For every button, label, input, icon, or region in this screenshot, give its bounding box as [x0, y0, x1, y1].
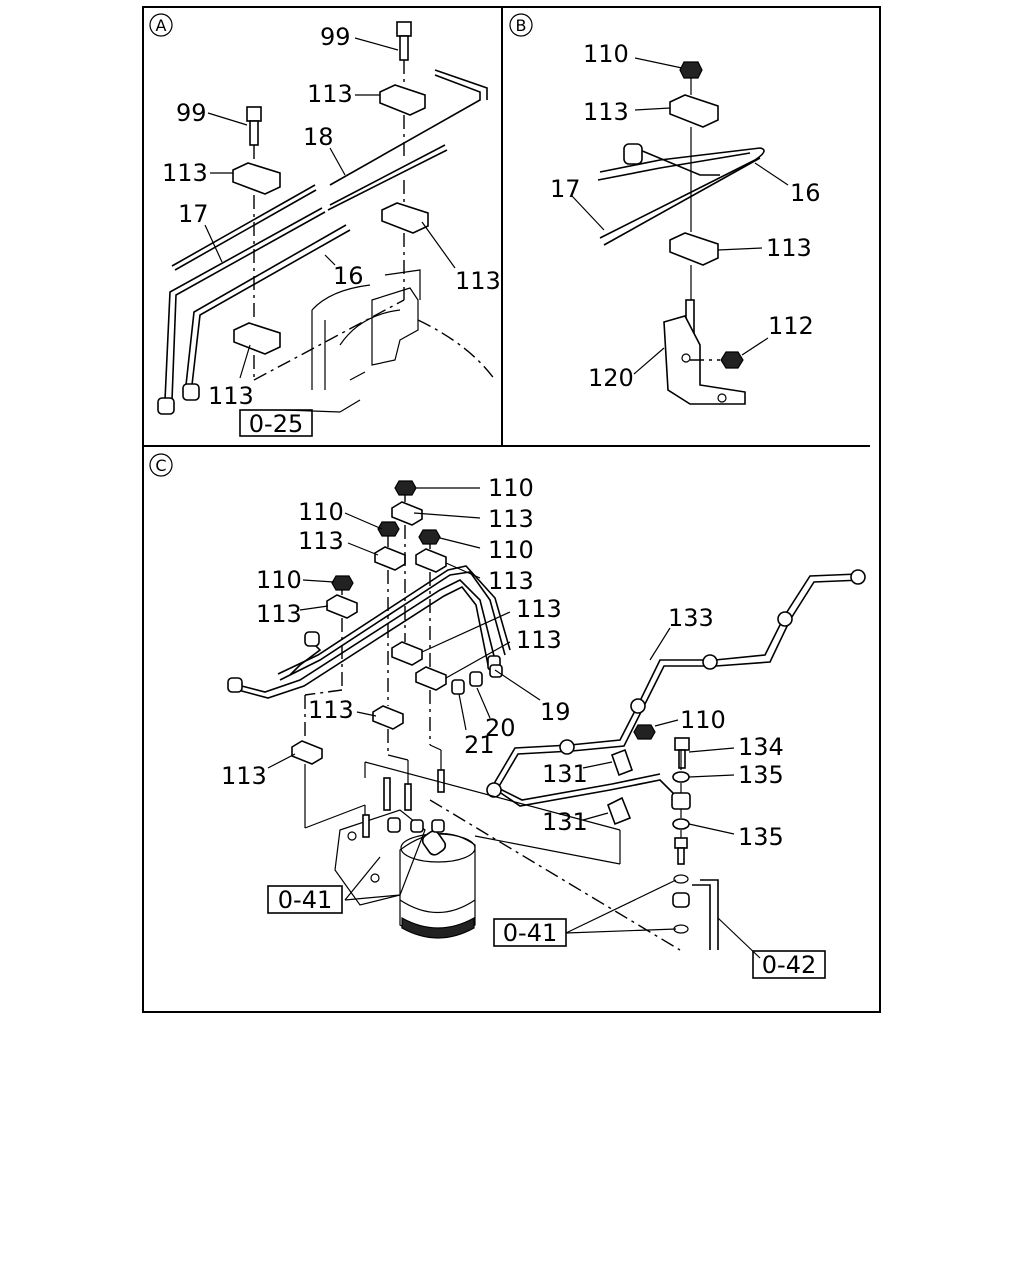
banjo-fitting — [850, 569, 866, 585]
callout-113: 113 — [488, 567, 534, 595]
section-marker-c: C — [149, 453, 173, 477]
ref-0-41: 0-41 — [278, 886, 332, 914]
callout-17: 17 — [178, 200, 209, 228]
callout-135: 135 — [738, 823, 784, 851]
callout-113: 113 — [221, 762, 267, 790]
callout-18: 18 — [303, 123, 334, 151]
section-label-c: C — [155, 456, 166, 475]
clamp-113 — [391, 641, 423, 666]
callout-120: 120 — [588, 364, 634, 392]
clamp-113 — [374, 546, 406, 571]
callout-113: 113 — [307, 80, 353, 108]
section-c-drawing: 110 113 110 113 110 113 110 113 113 113 … — [221, 474, 866, 979]
section-marker-a: A — [149, 13, 173, 37]
ref-box-0-42 — [752, 950, 826, 979]
callout-17: 17 — [550, 175, 581, 203]
callout-113: 113 — [256, 600, 302, 628]
callout-21: 21 — [464, 731, 495, 759]
section-b-drawing: 110 113 17 16 113 112 120 — [550, 40, 821, 405]
callout-135: 135 — [738, 761, 784, 789]
callout-20: 20 — [485, 714, 516, 742]
section-label-b: B — [516, 16, 527, 35]
nut-110 — [394, 480, 417, 496]
washer-135 — [672, 771, 690, 783]
bolt-99 — [246, 106, 262, 122]
callout-113: 113 — [162, 159, 208, 187]
ref-box-0-41 — [493, 918, 567, 947]
ref-0-42: 0-42 — [762, 951, 816, 979]
nut-110 — [377, 521, 400, 537]
clip-131 — [610, 748, 634, 777]
fuel-filter — [334, 809, 476, 939]
callout-113: 113 — [766, 234, 812, 262]
bolt-134 — [674, 737, 690, 751]
clamp-113 — [379, 84, 426, 116]
clamp-113 — [381, 202, 429, 234]
clamp-113 — [232, 162, 281, 195]
callout-110: 110 — [680, 706, 726, 734]
pipe-fitting — [623, 143, 643, 165]
callout-99: 99 — [320, 23, 351, 51]
pipe-fitting — [227, 677, 243, 693]
callout-131: 131 — [542, 760, 588, 788]
callout-113: 113 — [516, 626, 562, 654]
bolt-99 — [396, 21, 412, 37]
callout-133: 133 — [668, 604, 714, 632]
callout-16: 16 — [333, 262, 364, 290]
washer-135 — [672, 818, 690, 830]
clamp-113 — [291, 740, 323, 765]
callout-113: 113 — [298, 527, 344, 555]
section-label-a: A — [156, 16, 167, 35]
callout-110: 110 — [583, 40, 629, 68]
callout-134: 134 — [738, 733, 784, 761]
callout-113: 113 — [488, 505, 534, 533]
ref-0-41: 0-41 — [503, 919, 557, 947]
pipe-fitting-21 — [451, 679, 465, 695]
clamp-113 — [415, 548, 447, 573]
section-a-drawing: 99 99 113 113 113 113 18 17 16 0-25 — [157, 21, 501, 438]
callout-19: 19 — [540, 698, 571, 726]
clamp-113 — [326, 594, 358, 619]
clamp-113 — [391, 501, 423, 526]
clamp-113 — [233, 322, 281, 355]
nut-112 — [720, 351, 744, 369]
pipe-fitting-20 — [469, 671, 483, 687]
diagram-frame — [142, 6, 881, 1013]
pipe-fitting — [304, 631, 320, 647]
callout-113: 113 — [308, 696, 354, 724]
clip-131 — [607, 796, 632, 826]
nut-110 — [418, 529, 441, 545]
ref-box-0-25 — [239, 409, 313, 437]
callout-16: 16 — [790, 179, 821, 207]
callout-113: 113 — [208, 382, 254, 410]
ref-0-25: 0-25 — [249, 410, 303, 438]
nut-110 — [679, 61, 703, 79]
callout-112: 112 — [768, 312, 814, 340]
pipe-fitting — [182, 383, 200, 401]
callout-110: 110 — [488, 536, 534, 564]
nut-110 — [633, 724, 656, 740]
callout-113: 113 — [516, 595, 562, 623]
ref-box-0-41 — [267, 885, 343, 914]
clamp-113 — [669, 232, 719, 266]
callout-110: 110 — [256, 566, 302, 594]
bracket-120 — [663, 315, 746, 405]
nut-110 — [331, 575, 354, 591]
clamp-113 — [669, 94, 719, 128]
clamp-113 — [372, 705, 404, 730]
callout-110: 110 — [488, 474, 534, 502]
clamp-113 — [415, 666, 447, 691]
callout-131: 131 — [542, 808, 588, 836]
section-marker-b: B — [509, 13, 533, 37]
callout-99: 99 — [176, 99, 207, 127]
callout-113: 113 — [455, 267, 501, 295]
callout-113: 113 — [583, 98, 629, 126]
pipe-fitting — [157, 397, 175, 415]
callout-110: 110 — [298, 498, 344, 526]
